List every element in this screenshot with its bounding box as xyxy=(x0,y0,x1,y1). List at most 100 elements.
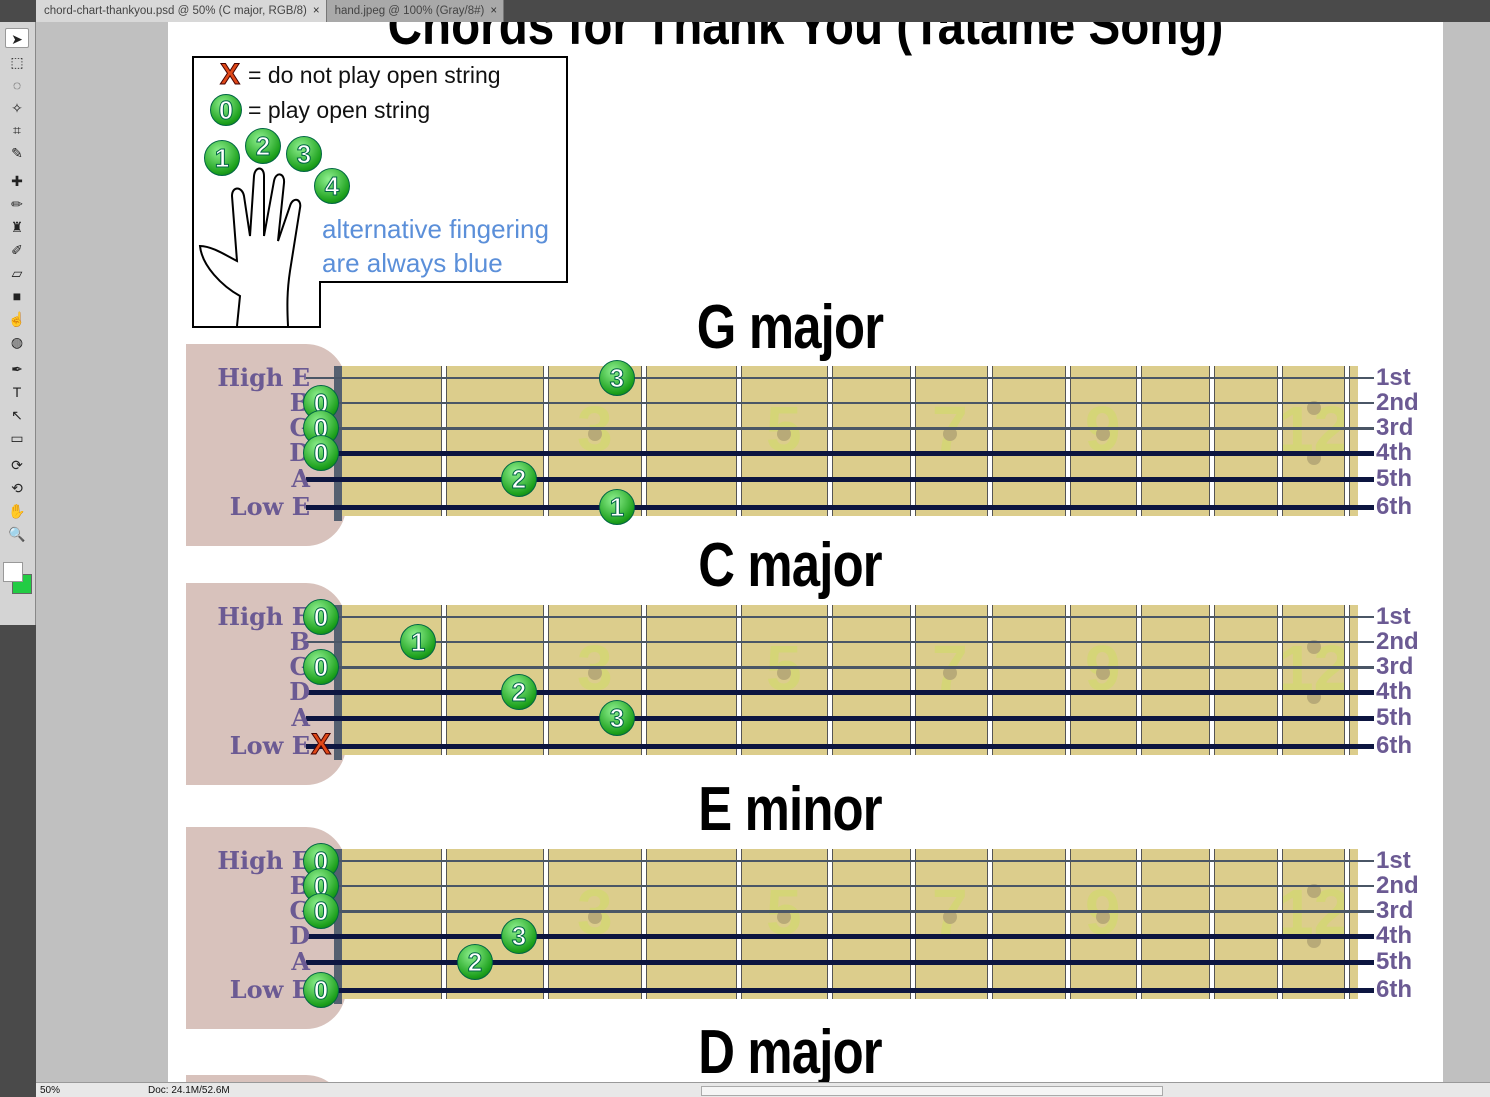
string-name: D xyxy=(289,921,310,950)
string-name: A xyxy=(291,703,310,732)
hand-icon xyxy=(198,167,302,327)
close-icon[interactable]: × xyxy=(312,5,320,17)
zoom-level[interactable]: 50% xyxy=(40,1085,61,1096)
legend-border xyxy=(192,56,568,328)
clone-stamp-tool-icon[interactable]: ♜ xyxy=(10,219,24,235)
string-line xyxy=(306,476,1374,482)
hand-tool-icon[interactable]: ✋ xyxy=(8,503,26,519)
string-number: 1st xyxy=(1376,847,1411,874)
foreground-color-swatch[interactable] xyxy=(3,562,23,582)
string-name: Low E xyxy=(229,731,310,760)
tab-label: chord-chart-thankyou.psd @ 50% (C major,… xyxy=(44,5,307,17)
fret-wire xyxy=(910,605,916,755)
path-selection-tool-icon[interactable]: ↖ xyxy=(11,407,23,423)
fret-dot xyxy=(588,666,602,680)
nut xyxy=(334,366,342,521)
fret-dot xyxy=(1096,910,1110,924)
string-name: Low E xyxy=(229,975,310,1004)
string-number: 5th xyxy=(1376,704,1412,731)
fret-wire xyxy=(827,605,833,755)
fret-wire xyxy=(736,366,742,516)
string-line xyxy=(306,504,1374,510)
finger-marker: 0 xyxy=(303,649,339,685)
x-symbol: X xyxy=(219,58,240,92)
history-brush-tool-icon[interactable]: ✐ xyxy=(11,242,23,258)
finger-marker: 0 xyxy=(303,893,339,929)
crop-tool-icon[interactable]: ⌗ xyxy=(13,122,21,138)
fret-wire xyxy=(736,849,742,999)
eraser-tool-icon[interactable]: ▱ xyxy=(11,265,23,281)
finger-marker: 3 xyxy=(599,360,635,396)
finger-3-icon: 3 xyxy=(286,136,322,172)
fret-dot xyxy=(1307,640,1321,654)
document-tab-bar: chord-chart-thankyou.psd @ 50% (C major,… xyxy=(0,0,1490,22)
tab-chord-chart[interactable]: chord-chart-thankyou.psd @ 50% (C major,… xyxy=(36,0,327,22)
fret-wire xyxy=(987,849,993,999)
chord-title: D major xyxy=(698,1018,882,1082)
canvas-background-right xyxy=(1443,22,1490,1082)
healing-brush-tool-icon[interactable]: ✚ xyxy=(11,173,23,189)
string-line xyxy=(306,616,1374,618)
blur-tool-icon[interactable]: ☝ xyxy=(8,311,26,327)
string-number: 6th xyxy=(1376,976,1412,1003)
string-line xyxy=(306,715,1374,721)
fret-wire xyxy=(910,366,916,516)
nut xyxy=(334,849,342,1004)
fret-dot xyxy=(943,666,957,680)
string-line xyxy=(306,987,1374,993)
finger-marker: 0 xyxy=(303,972,339,1008)
eyedropper-tool-icon[interactable]: ✎ xyxy=(11,145,23,161)
fret-wire xyxy=(1065,605,1071,755)
string-line xyxy=(306,450,1374,456)
magic-wand-tool-icon[interactable]: ✧ xyxy=(11,100,23,116)
tab-hand-jpeg[interactable]: hand.jpeg @ 100% (Gray/8#)× xyxy=(326,0,505,22)
finger-marker: 0 xyxy=(303,599,339,635)
type-tool-icon[interactable]: T xyxy=(12,384,22,400)
brush-tool-icon[interactable]: ✏ xyxy=(11,196,23,212)
marquee-tool-icon[interactable]: ⬚ xyxy=(10,54,24,70)
close-icon[interactable]: × xyxy=(490,5,498,17)
string-line xyxy=(306,860,1374,862)
doc-size[interactable]: Doc: 24.1M/52.6M xyxy=(148,1085,230,1096)
muted-string-marker: X xyxy=(310,728,331,762)
fret-dot xyxy=(1096,427,1110,441)
finger-marker: 3 xyxy=(501,918,537,954)
move-tool-icon[interactable]: ➤ xyxy=(5,28,29,48)
lasso-tool-icon[interactable]: ◌ xyxy=(12,77,22,93)
chord-title: G major xyxy=(696,293,884,362)
string-number: 2nd xyxy=(1376,872,1419,899)
fret-dot xyxy=(1096,666,1110,680)
horizontal-scrollbar[interactable] xyxy=(701,1086,1163,1096)
fret-wire xyxy=(543,849,549,999)
fretboard xyxy=(336,366,1358,516)
fret-dot xyxy=(588,910,602,924)
string-number: 4th xyxy=(1376,439,1412,466)
3d-orbit-tool-icon[interactable]: ⟲ xyxy=(11,480,23,496)
string-number: 2nd xyxy=(1376,628,1419,655)
fret-wire xyxy=(1209,366,1215,516)
fret-wire xyxy=(910,849,916,999)
pen-tool-icon[interactable]: ✒ xyxy=(11,361,23,377)
status-bar: 50% Doc: 24.1M/52.6M xyxy=(36,1082,1490,1097)
zoom-tool-icon[interactable]: 🔍 xyxy=(8,526,26,542)
fret-wire xyxy=(1277,849,1283,999)
string-line xyxy=(306,933,1374,939)
dodge-tool-icon[interactable]: ◍ xyxy=(10,334,24,350)
string-number: 6th xyxy=(1376,493,1412,520)
finger-marker: 2 xyxy=(501,461,537,497)
chord-title: E minor xyxy=(698,775,882,844)
fret-dot xyxy=(777,910,791,924)
gradient-tool-icon[interactable]: ■ xyxy=(12,288,22,304)
finger-marker: 1 xyxy=(400,624,436,660)
panel-background xyxy=(0,625,36,1097)
3d-rotate-tool-icon[interactable]: ⟳ xyxy=(11,457,23,473)
finger-marker: 0 xyxy=(303,435,339,471)
canvas[interactable]: Chords for Thank You (Tatame Song) X = d… xyxy=(168,22,1443,1082)
fret-wire xyxy=(1136,366,1142,516)
string-line xyxy=(306,377,1374,379)
fret-wire xyxy=(1209,849,1215,999)
string-name: A xyxy=(291,464,310,493)
fret-wire xyxy=(641,605,647,755)
rectangle-tool-icon[interactable]: ▭ xyxy=(10,430,24,446)
